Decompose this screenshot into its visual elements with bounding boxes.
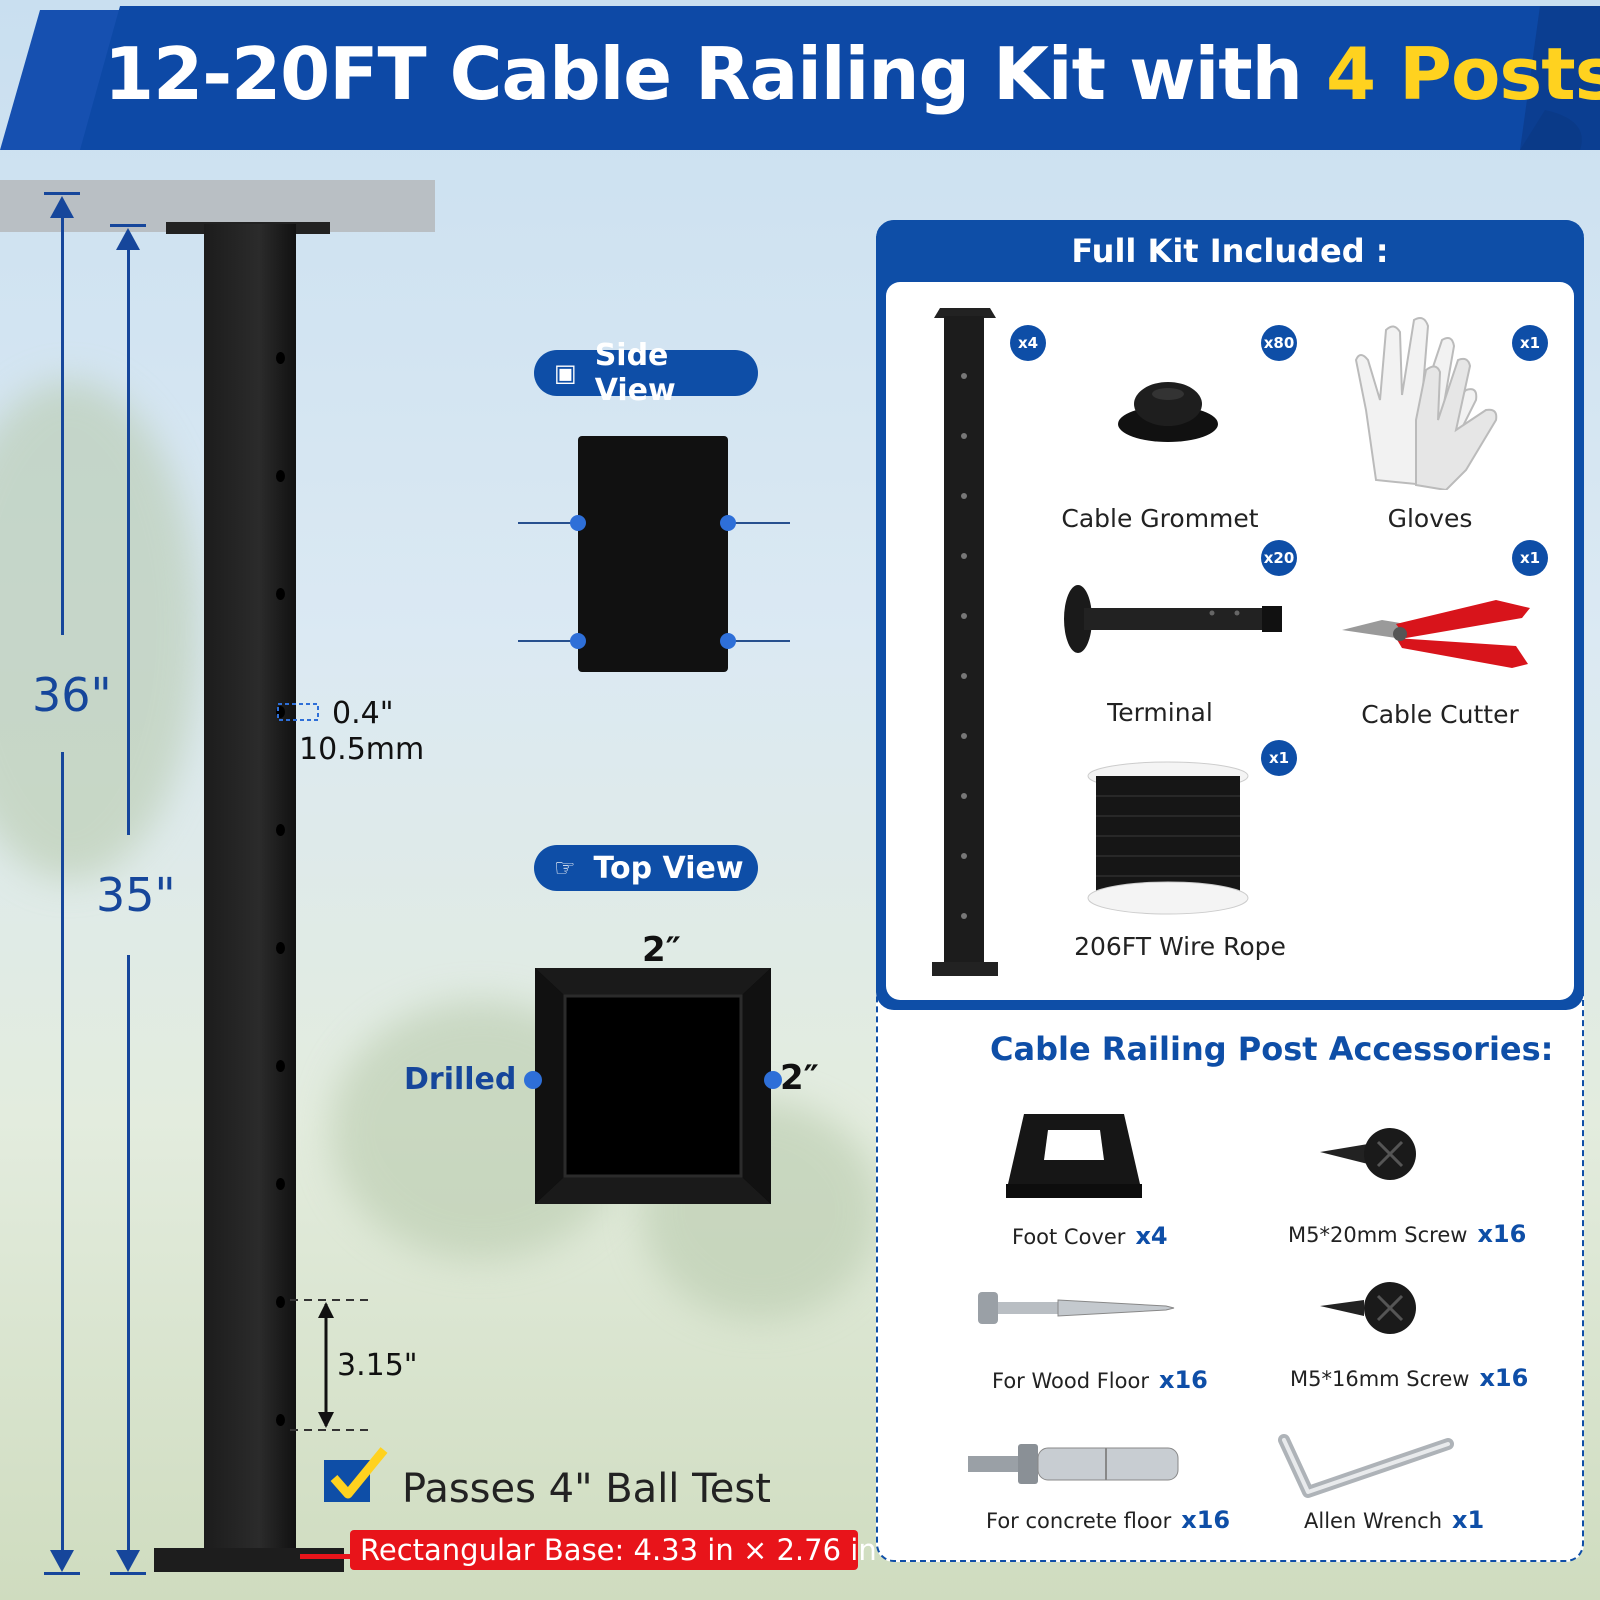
wood-screw-icon — [978, 1292, 1175, 1324]
accessories-title: Cable Railing Post Accessories: — [990, 1030, 1554, 1068]
dimension-line — [61, 752, 64, 1550]
terminal-image — [1064, 585, 1282, 653]
hole-dot — [720, 515, 736, 531]
post-hole — [276, 1178, 285, 1190]
screw-icon — [1320, 1128, 1416, 1180]
hand-icon: ☞ — [554, 854, 576, 882]
background-tree — [0, 380, 200, 880]
page-title: 12-20FT Cable Railing Kit with 4 Posts — [104, 32, 1600, 116]
post-hole — [276, 824, 285, 836]
allen-wrench-icon — [1278, 1434, 1454, 1498]
hole-line — [518, 522, 578, 524]
side-width-label: 2″ — [780, 1058, 819, 1098]
kit-title: Full Kit Included : — [1071, 232, 1389, 270]
kit-item-label: Cable Grommet — [1061, 504, 1259, 533]
post-hole — [276, 352, 285, 364]
post-hole — [276, 588, 285, 600]
qty-badge: x1 — [1261, 740, 1297, 776]
base-size-tag: Rectangular Base: 4.33 in × 2.76 in — [350, 1530, 877, 1570]
railing-post — [204, 224, 296, 1554]
accessory-qty: x16 — [1181, 1506, 1231, 1534]
top-width-label: 2″ — [642, 930, 681, 970]
kit-item-label: Terminal — [1107, 698, 1213, 727]
drilled-dot — [764, 1071, 782, 1089]
top-view-label: Top View — [593, 850, 744, 886]
foot-cover-image — [1006, 1114, 1142, 1198]
dimension-line — [61, 210, 64, 635]
side-view-label: Side View — [594, 338, 676, 408]
post-hole — [276, 1414, 285, 1426]
base-size-text: Rectangular Base: 4.33 in × 2.76 in — [360, 1533, 877, 1567]
drilled-label: Drilled — [404, 1062, 517, 1097]
dimension-35: 35" — [96, 868, 176, 922]
kit-item-label: Cable Cutter — [1361, 700, 1519, 729]
qty-badge: x20 — [1261, 540, 1297, 576]
cable-cutter-image — [1342, 600, 1530, 668]
hole-line — [728, 640, 790, 642]
kit-post-image — [932, 308, 998, 976]
side-view-pill: ▣ Side View — [534, 338, 758, 408]
grommet-image — [1118, 382, 1218, 442]
arrow-down-icon — [50, 1550, 74, 1572]
post-hole — [276, 1060, 285, 1072]
accessory-qty: x1 — [1452, 1506, 1485, 1534]
qty-badge: x1 — [1512, 540, 1548, 576]
dimension-36: 36" — [32, 668, 112, 722]
tag-pointer — [300, 1554, 350, 1559]
checkmark-icon — [324, 1447, 388, 1502]
qty-badge: x80 — [1261, 325, 1297, 361]
post-hole — [276, 470, 285, 482]
top-view-bevel — [535, 968, 771, 1204]
hole-dot — [720, 633, 736, 649]
accessory-qty: x16 — [1479, 1364, 1529, 1392]
hole-line — [518, 640, 578, 642]
arrow-up-icon — [50, 196, 74, 218]
camera-icon: ▣ — [554, 359, 577, 387]
hole-line — [728, 522, 790, 524]
title-highlight: 4 Posts — [1326, 32, 1600, 116]
qty-badge: x1 — [1512, 325, 1548, 361]
accessory-qty: x16 — [1477, 1220, 1527, 1248]
gloves-image — [1354, 317, 1498, 490]
kit-item-label: Gloves — [1387, 504, 1473, 533]
post-hole — [276, 1296, 285, 1308]
hole-size-bracket-icon — [277, 703, 319, 721]
hole-spacing: 3.15" — [337, 1348, 418, 1383]
hole-size-inches: 0.4" — [332, 696, 394, 731]
kit-item-label: 206FT Wire Rope — [1074, 932, 1286, 961]
header-banner — [0, 6, 1600, 150]
ball-test-label: Passes 4" Ball Test — [402, 1466, 771, 1512]
dimension-tick — [44, 1572, 80, 1575]
accessory-qty: x16 — [1158, 1366, 1208, 1394]
accessory-qty: x4 — [1135, 1222, 1168, 1250]
dimension-line — [127, 955, 130, 1550]
dimension-tick — [44, 192, 80, 195]
hole-spacing-bracket — [290, 1299, 374, 1431]
hole-dot — [570, 515, 586, 531]
dimension-tick — [110, 224, 146, 227]
post-base-plate — [154, 1548, 344, 1572]
dimension-tick — [110, 1572, 146, 1575]
hole-size-mm: 10.5mm — [299, 732, 425, 767]
arrow-down-icon — [116, 1550, 140, 1572]
wire-rope-image — [1087, 761, 1249, 915]
post-hole — [276, 706, 285, 718]
drilled-dot — [524, 1071, 542, 1089]
post-qty-badge: x4 — [1010, 325, 1046, 361]
anchor-bolt-icon — [968, 1444, 1179, 1484]
hole-dot — [570, 633, 586, 649]
top-view-pill: ☞ Top View — [534, 845, 758, 891]
side-view-post — [578, 436, 728, 672]
dimension-line — [127, 245, 130, 835]
post-hole — [276, 942, 285, 954]
arrow-up-icon — [116, 228, 140, 250]
screw-icon — [1320, 1282, 1416, 1334]
